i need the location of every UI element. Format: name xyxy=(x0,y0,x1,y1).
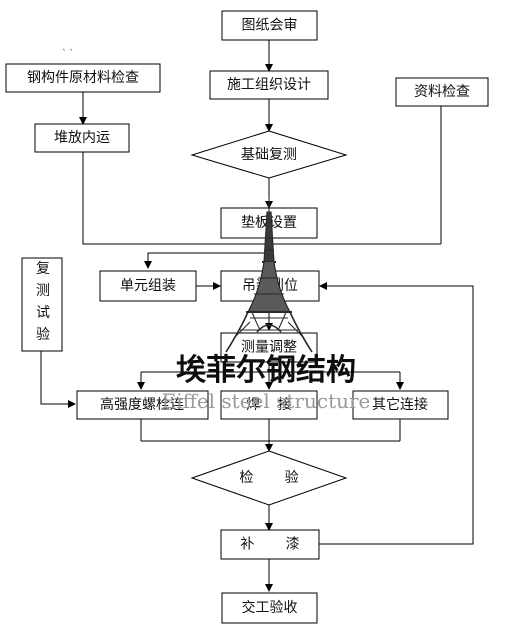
node-construction-design: 施工组织设计 xyxy=(209,70,329,100)
node-drawing-review-label: 图纸会审 xyxy=(242,18,298,34)
node-retest: 复测试验 xyxy=(21,257,63,352)
tick-mark: ` ` xyxy=(62,48,74,59)
node-document-check-label: 资料检查 xyxy=(414,84,470,100)
node-unit-assembly: 单元组装 xyxy=(99,270,197,302)
node-acceptance-label: 交工验收 xyxy=(242,599,298,616)
node-measure-adjust-label: 测量调整 xyxy=(241,340,297,356)
node-inspection: 检 验 xyxy=(190,450,348,506)
arrow-retest-to-hs-bolt xyxy=(40,351,76,408)
node-touchup-label: 补 漆 xyxy=(240,537,299,553)
node-stack-transport: 堆放内运 xyxy=(34,123,130,153)
node-construction-design-label: 施工组织设计 xyxy=(227,77,311,93)
node-inspection-label: 检 验 xyxy=(239,470,298,486)
node-document-check: 资料检查 xyxy=(395,77,489,107)
node-unit-assembly-label: 单元组装 xyxy=(120,278,176,294)
watermark-english: Eiffel steel structure xyxy=(162,389,371,413)
node-retest-label: 复测试验 xyxy=(34,260,50,349)
node-other-connect-label: 其它连接 xyxy=(372,396,428,413)
node-drawing-review: 图纸会审 xyxy=(221,10,318,41)
node-foundation-recheck-label: 基础复测 xyxy=(241,146,297,163)
node-hs-bolt: 高强度螺栓连 xyxy=(76,390,209,420)
node-measure-adjust: 测量调整 xyxy=(220,332,318,363)
watermark-chinese: 埃菲尔钢结构 xyxy=(176,353,356,388)
watermark: 埃菲尔钢结构 Eiffel steel structure xyxy=(162,196,371,413)
node-other-connect: 其它连接 xyxy=(352,390,449,420)
node-welding-label: 焊 接 xyxy=(246,396,292,413)
eiffel-tower-icon xyxy=(225,196,313,353)
node-hs-bolt-label: 高强度螺栓连 xyxy=(100,396,184,413)
node-touchup: 补 漆 xyxy=(220,529,320,560)
arrow-feedback-to-hoisting xyxy=(319,282,474,545)
connectors xyxy=(40,40,474,592)
node-acceptance: 交工验收 xyxy=(221,592,318,624)
node-stack-transport-label: 堆放内运 xyxy=(54,130,110,146)
node-welding: 焊 接 xyxy=(220,390,318,420)
node-steel-inspection: 钢构件原材料检查 xyxy=(5,63,161,93)
line-stack-to-junction xyxy=(82,152,441,245)
node-steel-inspection-label: 钢构件原材料检查 xyxy=(27,70,139,86)
arrow-to-unit-assembly xyxy=(144,252,269,269)
node-foundation-recheck: 基础复测 xyxy=(190,130,348,179)
